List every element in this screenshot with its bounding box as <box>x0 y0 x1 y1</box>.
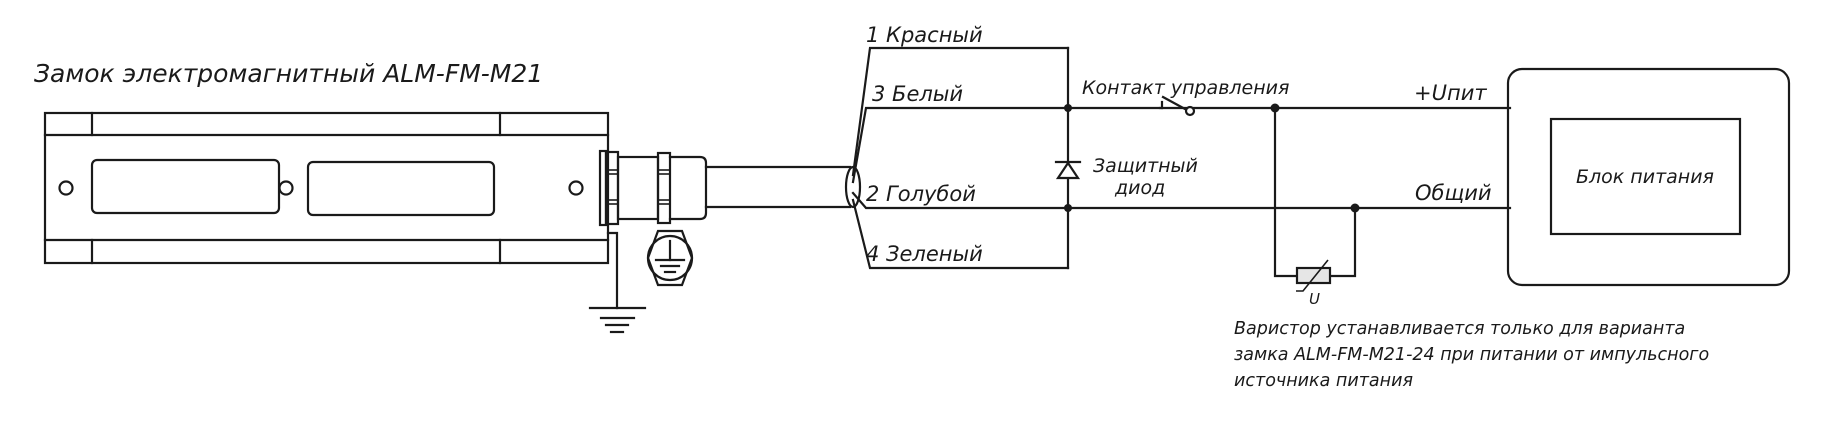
lock-body <box>43 111 610 265</box>
positive-label: +Uпит <box>1414 81 1487 105</box>
wire-label-blue: 2 Голубой <box>866 182 976 206</box>
earth-bolt-icon <box>646 229 694 287</box>
junction-dot <box>1064 204 1072 212</box>
mounting-hole-icon <box>58 180 74 196</box>
varistor-icon <box>1295 259 1332 292</box>
wire-label-red: 1 Красный <box>866 23 983 47</box>
varistor-lead-left <box>1273 106 1299 278</box>
lock-title: Замок электромагнитный ALM-FM-M21 <box>34 59 543 88</box>
control-switch-icon <box>1158 95 1196 117</box>
wire-white <box>851 106 1192 184</box>
wire-blue <box>851 191 1512 210</box>
wire-label-white: 3 Белый <box>872 82 963 106</box>
wire-label-green: 4 Зеленый <box>866 242 983 266</box>
gland-cap <box>668 155 708 221</box>
varistor-note-line2: замка ALM-FM-M21-24 при питании от импул… <box>1234 345 1709 365</box>
common-label: Общий <box>1415 181 1492 205</box>
lock-outline <box>43 111 610 265</box>
cable <box>704 165 862 209</box>
diode-label-line2: диод <box>1114 177 1165 199</box>
varistor-symbol-label: U <box>1309 290 1320 308</box>
lock-window-left <box>90 158 281 215</box>
junction-dot <box>1350 203 1360 213</box>
wire-red <box>851 46 1070 177</box>
wire-green <box>851 198 1070 270</box>
junction-dot <box>1064 104 1072 112</box>
ground-icon <box>588 231 647 334</box>
power-supply-inner <box>1549 117 1742 236</box>
power-supply-outer <box>1506 67 1791 287</box>
power-supply: Блок питания <box>1506 67 1791 287</box>
gland-ring <box>656 151 672 225</box>
varistor-note-line1: Варистор устанавливается только для вари… <box>1234 319 1685 339</box>
mounting-hole-icon <box>278 180 294 196</box>
cable-gland <box>598 149 708 227</box>
lock-window-right <box>306 160 496 217</box>
mounting-hole-icon <box>568 180 584 196</box>
varistor-note-line3: источника питания <box>1234 371 1413 391</box>
diode-label-line1: Защитный <box>1093 155 1198 177</box>
power-supply-label: Блок питания <box>1576 166 1714 188</box>
varistor-lead-right <box>1328 206 1357 278</box>
switch-label: Контакт управления <box>1082 77 1289 99</box>
gland-body <box>616 155 660 221</box>
diode-icon <box>1054 160 1082 180</box>
